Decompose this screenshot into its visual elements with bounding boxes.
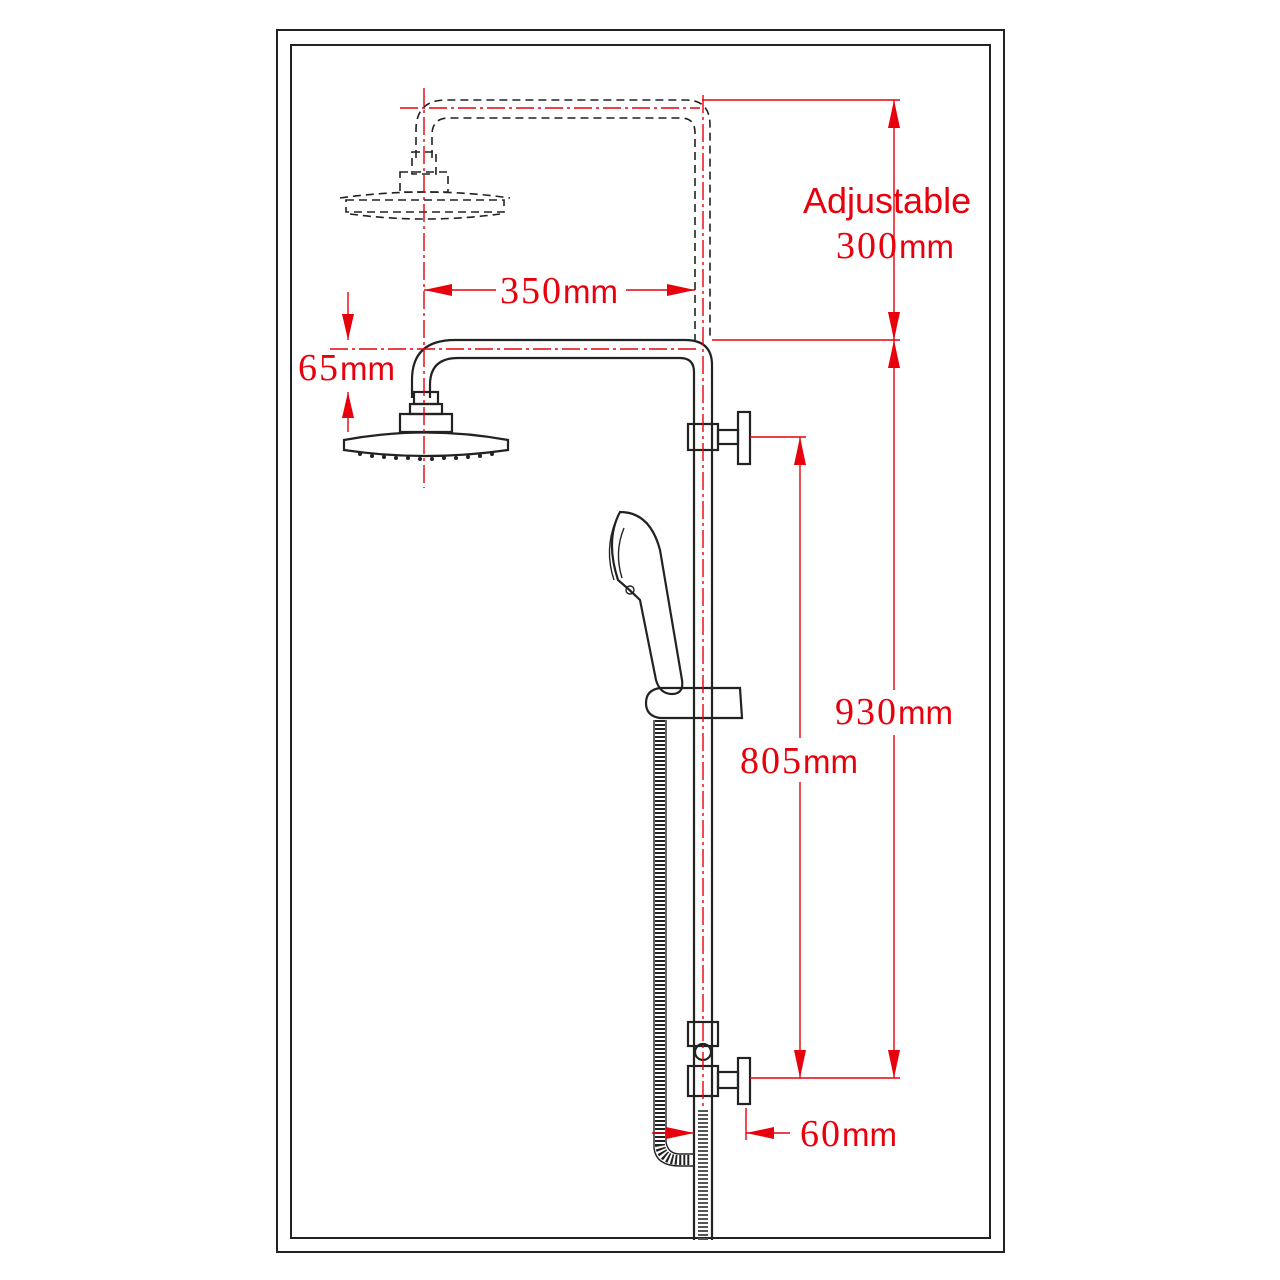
nozzle-row [358, 452, 494, 461]
raised-arm-dashed [415, 99, 711, 340]
centerlines [330, 88, 704, 1110]
inner-frame [290, 44, 991, 1239]
label-total-height: 930mm [835, 691, 953, 733]
top-wall-bracket [686, 410, 752, 466]
label-adjustable-value: 300mm [836, 225, 954, 267]
hand-shower [608, 510, 684, 696]
overhead-shower-head [342, 390, 510, 461]
dim-adjustable [702, 99, 900, 341]
label-wall-offset: 60mm [800, 1113, 897, 1155]
bottom-wall-bracket [686, 1020, 752, 1106]
raised-shower-head-dashed [339, 151, 511, 220]
label-rail-length: 805mm [740, 740, 858, 782]
dim-wall-offset [652, 1108, 790, 1140]
outer-frame [276, 29, 1005, 1253]
shower-arm [410, 338, 714, 420]
dim-drop [342, 292, 354, 432]
dim-rail-length [750, 436, 806, 1078]
dim-total-height [750, 340, 900, 1079]
label-adjustable: Adjustable [803, 180, 971, 221]
slider-holder [644, 686, 744, 720]
dim-arm-length [424, 284, 695, 296]
label-arm-length: 350mm [500, 270, 618, 312]
riser-rail [692, 420, 714, 1240]
label-drop: 65mm [298, 347, 395, 389]
shower-hose [653, 720, 708, 1240]
